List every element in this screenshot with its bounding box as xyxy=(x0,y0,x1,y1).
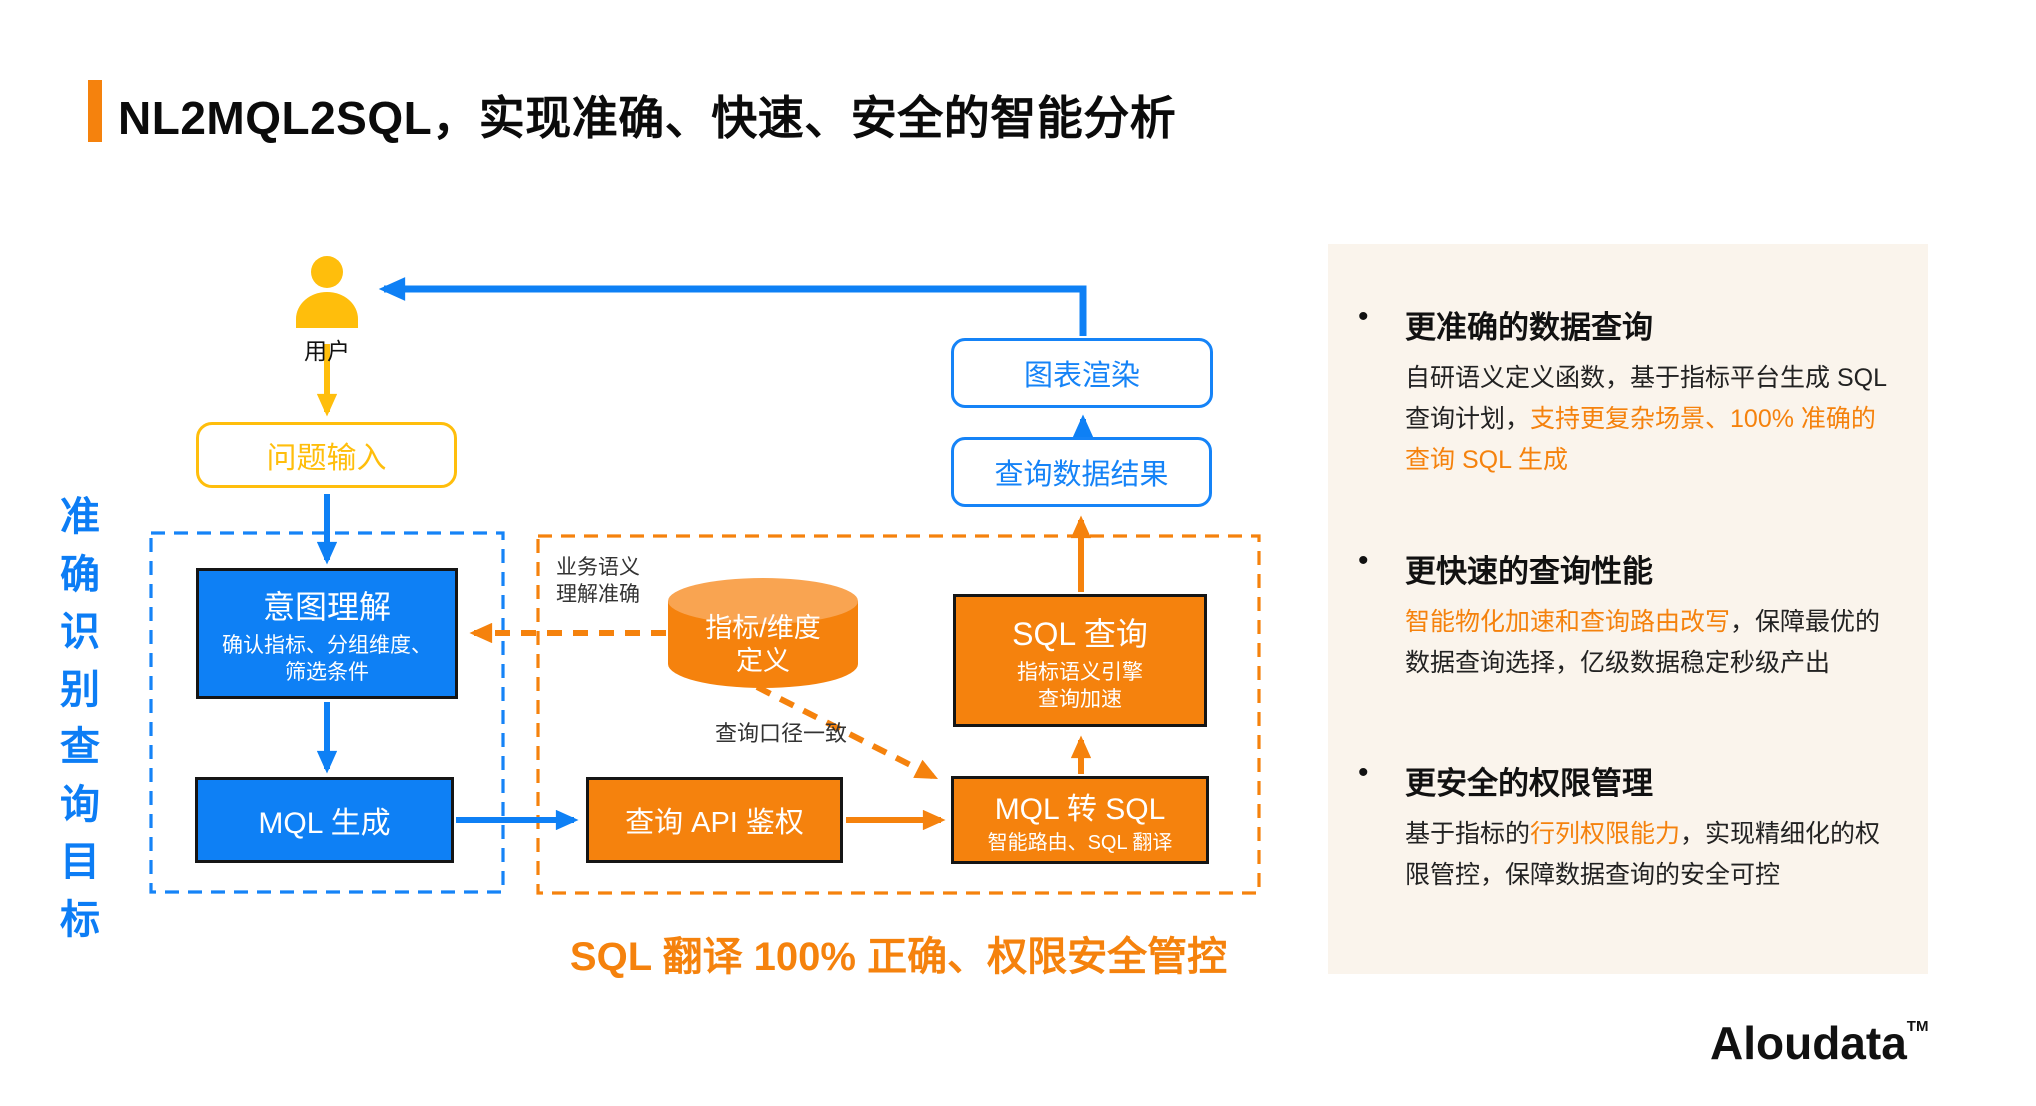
bullet-body: 自研语义定义函数，基于指标平台生成 SQL 查询计划，支持更复杂场景、100% … xyxy=(1405,358,1891,481)
intent-title: 意图理解 xyxy=(262,588,391,625)
mql2sql-subtitle: 智能路由、SQL 翻译 xyxy=(987,832,1173,854)
query-result-label: 查询数据结果 xyxy=(994,459,1169,491)
mql2sql-title: MQL 转 SQL xyxy=(994,793,1166,826)
bottom-caption: SQL 翻译 100% 正确、权限安全管控 xyxy=(569,935,1228,979)
bullet-text-dark: ，保障最优的数据查询选择，亿级数据稳定秒级产出 xyxy=(1405,608,1881,677)
sql-query-subtitle: 指标语义引擎 查询加速 xyxy=(1017,660,1143,711)
sql-query-box: SQL 查询 指标语义引擎 查询加速 xyxy=(953,594,1207,727)
page-title: NL2MQL2SQL，实现准确、快速、安全的智能分析 xyxy=(118,92,1177,144)
intent-box: 意图理解 确认指标、分组维度、 筛选条件 xyxy=(196,568,458,699)
left-vertical-label: 准确识别查询目标 xyxy=(60,495,100,942)
benefits-panel: • 更准确的数据查询 自研语义定义函数，基于指标平台生成 SQL 查询计划，支持… xyxy=(1328,244,1928,974)
bullet-dot: • xyxy=(1358,756,1369,789)
blue-dashed-container xyxy=(149,531,505,894)
api-auth-box: 查询 API 鉴权 xyxy=(586,777,843,863)
bullet-dot: • xyxy=(1358,300,1369,333)
api-auth-label: 查询 API 鉴权 xyxy=(625,807,804,839)
chart-render-label: 图表渲染 xyxy=(1023,360,1140,392)
user-label: 用户 xyxy=(304,338,350,364)
dashed-arrow-cylinder-to-mql2sql xyxy=(755,684,939,780)
caliber-note: 查询口径一致 xyxy=(714,721,847,746)
title-accent-bar xyxy=(88,80,102,142)
bullet-body: 智能物化加速和查询路由改写，保障最优的数据查询选择，亿级数据稳定秒级产出 xyxy=(1405,602,1891,684)
question-input-box: 问题输入 xyxy=(196,422,457,488)
aloudata-logo: AloudataTM xyxy=(1710,1016,1928,1070)
bullet-text-highlight: 智能物化加速和查询路由改写 xyxy=(1405,608,1731,636)
bullet-heading: 更安全的权限管理 xyxy=(1405,766,1653,801)
bullet-dot: • xyxy=(1358,544,1369,577)
bullet-text-highlight: 支持更复杂场景、100% 准确的查询 SQL 生成 xyxy=(1405,405,1876,474)
bullet-text-dark: ，实现精细化的权限管控，保障数据查询的安全可控 xyxy=(1405,820,1881,889)
sql-query-title: SQL 查询 xyxy=(1012,615,1148,652)
metrics-cylinder xyxy=(668,578,858,688)
tm-mark: TM xyxy=(1906,1018,1929,1035)
chart-render-box: 图表渲染 xyxy=(951,338,1213,408)
arrow-chart-to-user xyxy=(378,277,1087,336)
semantic-note: 业务语义 理解准确 xyxy=(556,556,640,606)
cylinder-label: 指标/维度 定义 xyxy=(705,613,821,676)
bullet-text-dark: 基于指标的 xyxy=(1405,820,1531,848)
query-result-box: 查询数据结果 xyxy=(951,437,1212,507)
logo-text: Aloudata xyxy=(1710,1017,1907,1069)
orange-dashed-container xyxy=(536,534,1261,895)
bullet-body: 基于指标的行列权限能力，实现精细化的权限管控，保障数据查询的安全可控 xyxy=(1405,814,1891,896)
mql-gen-box: MQL 生成 xyxy=(195,777,454,863)
intent-subtitle: 确认指标、分组维度、 筛选条件 xyxy=(222,633,432,684)
user-icon xyxy=(296,256,358,328)
bullet-heading: 更准确的数据查询 xyxy=(1405,310,1653,345)
question-input-label: 问题输入 xyxy=(266,442,387,475)
bullet-text-highlight: 行列权限能力 xyxy=(1530,820,1681,848)
mql2sql-box: MQL 转 SQL 智能路由、SQL 翻译 xyxy=(951,776,1209,864)
bullet-text-dark: 自研语义定义函数，基于指标平台生成 SQL 查询计划， xyxy=(1405,364,1887,433)
mql-gen-label: MQL 生成 xyxy=(258,807,391,840)
bullet-heading: 更快速的查询性能 xyxy=(1405,554,1653,589)
